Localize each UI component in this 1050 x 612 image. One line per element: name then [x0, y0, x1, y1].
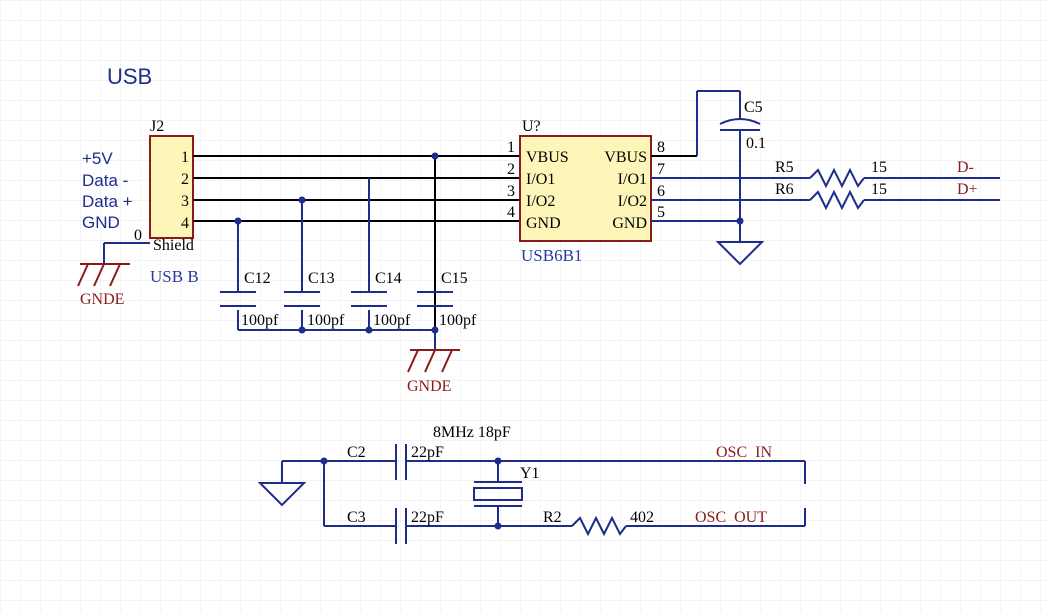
ic-right-name-6: I/O2	[618, 193, 647, 210]
oscillator-circuit	[257, 444, 806, 544]
ic-pin-1: 1	[507, 139, 515, 156]
gnde-label-2: GNDE	[407, 378, 451, 395]
ic-right-name-7: I/O1	[618, 171, 647, 188]
ic-pin-7: 7	[657, 161, 665, 178]
bus-wires	[193, 155, 520, 330]
cap-c3-ref: C3	[347, 509, 366, 526]
connector-pin-1: 1	[181, 149, 189, 166]
ic-pin-8: 8	[657, 139, 665, 156]
connector-ref: J2	[150, 118, 164, 135]
ic-pin-2: 2	[507, 161, 515, 178]
connector-body	[149, 135, 194, 239]
ic-right-name-8: VBUS	[604, 149, 647, 166]
crystal-description: 8MHz 18pF	[433, 424, 511, 441]
ic-right-name-5: GND	[612, 215, 647, 232]
net-osc-out: OSC OUT	[695, 509, 767, 526]
net-osc-in: OSC IN	[716, 444, 772, 461]
ic-left-name-3: I/O2	[526, 193, 555, 210]
cap-c2-ref: C2	[347, 444, 366, 461]
cap-c5-ref: C5	[744, 99, 763, 116]
cap-c12-ref: C12	[244, 270, 271, 287]
connector-shield-label: Shield	[153, 237, 194, 254]
connector-pin-2: 2	[181, 171, 189, 188]
cap-c3-value: 22pF	[411, 509, 444, 526]
ic-part: USB6B1	[521, 246, 582, 265]
pin-name-data-plus: Data +	[82, 192, 133, 211]
connector-type: USB B	[150, 267, 199, 286]
cap-c2-value: 22pF	[411, 444, 444, 461]
pin-name-vbus: +5V	[82, 149, 113, 168]
connector-pin-0: 0	[134, 227, 142, 244]
res-r2-value: 402	[630, 509, 654, 526]
cap-c12-value: 100pf	[241, 312, 279, 329]
cap-c15-ref: C15	[441, 270, 468, 287]
pin-name-gnd: GND	[82, 213, 120, 232]
right-wires	[651, 90, 1000, 266]
ic-left-name-4: GND	[526, 215, 561, 232]
res-r6-value: 15	[871, 181, 887, 198]
cap-c5-value: 0.1	[746, 135, 766, 152]
connector-pin-4: 4	[181, 215, 189, 232]
ic-ref: U?	[522, 118, 541, 135]
cap-c13-value: 100pf	[307, 312, 345, 329]
net-d-minus: D-	[957, 159, 974, 176]
cap-c14-ref: C14	[375, 270, 402, 287]
pin-name-data-minus: Data -	[82, 171, 128, 190]
cap-c15-value: 100pf	[439, 312, 477, 329]
res-r2-ref: R2	[543, 509, 562, 526]
crystal-ref: Y1	[520, 465, 540, 482]
ic-left-name-1: VBUS	[526, 149, 569, 166]
ic-body	[519, 135, 652, 242]
ic-pin-5: 5	[657, 204, 665, 221]
res-r5-value: 15	[871, 159, 887, 176]
res-r5-ref: R5	[775, 159, 794, 176]
connector-j2[interactable]: J2 Shield USB B 1 2 3 4 0	[134, 118, 199, 286]
ic-pin-3: 3	[507, 183, 515, 200]
ic-left-name-2: I/O1	[526, 171, 555, 188]
connector-pin-3: 3	[181, 193, 189, 210]
usb-capacitor-array	[220, 152, 460, 373]
cap-c13-ref: C13	[308, 270, 335, 287]
cap-c14-value: 100pf	[373, 312, 411, 329]
ic-pin-4: 4	[507, 204, 515, 221]
shield-ground: GNDE	[77, 242, 150, 308]
gnde-label-1: GNDE	[80, 291, 124, 308]
ic-usb6b1[interactable]: U? USB6B1 VBUS I/O1 I/O2 GND VBUS I/O1 I…	[519, 118, 652, 265]
net-d-plus: D+	[957, 181, 978, 198]
sheet-title: USB	[107, 64, 152, 89]
res-r6-ref: R6	[775, 181, 794, 198]
ic-pin-6: 6	[657, 183, 665, 200]
